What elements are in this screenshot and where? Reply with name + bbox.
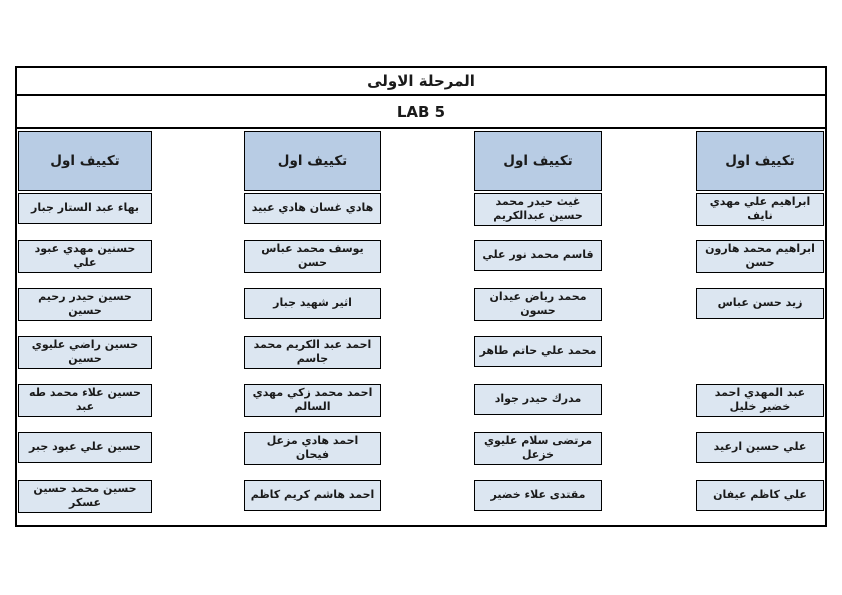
group-header: تكييف اول — [244, 131, 381, 191]
student-cell: مدرك حيدر جواد — [474, 384, 602, 415]
student-cell: علي حسين ارعيد — [696, 432, 824, 463]
student-cell: حسين حيدر رحيم حسين — [18, 288, 152, 321]
student-cell: محمد علي حاتم طاهر — [474, 336, 602, 367]
lab-title: LAB 5 — [396, 102, 446, 121]
student-cell: ابراهيم محمد هارون حسن — [696, 240, 824, 273]
student-cell: علي كاظم عيفان — [696, 480, 824, 511]
student-cell: محمد رياض عيدان حسون — [474, 288, 602, 321]
student-cell: احمد هاشم كريم كاظم — [244, 480, 381, 511]
student-cell: احمد عبد الكريم محمد جاسم — [244, 336, 381, 369]
student-cell: حسنين مهدي عبود علي — [18, 240, 152, 273]
student-cell: عبد المهدي احمد خضير خليل — [696, 384, 824, 417]
student-cell: يوسف محمد عباس حسن — [244, 240, 381, 273]
student-cell: غيث حيدر محمد حسين عبدالكريم — [474, 193, 602, 226]
student-cell: بهاء عبد الستار جبار — [18, 193, 152, 224]
group-header: تكييف اول — [696, 131, 824, 191]
student-cell: حسين علاء محمد طه عبد — [18, 384, 152, 417]
student-cell: احمد محمد زكي مهدي السالم — [244, 384, 381, 417]
student-cell: زيد حسن عباس — [696, 288, 824, 319]
stage-title: المرحلة الاولى — [367, 72, 475, 90]
group-header: تكييف اول — [18, 131, 152, 191]
student-cell: مقتدى علاء خضير — [474, 480, 602, 511]
student-cell: حسين محمد حسين عسكر — [18, 480, 152, 513]
student-cell: حسين راضي عليوي حسين — [18, 336, 152, 369]
student-cell: هادي غسان هادي عبيد — [244, 193, 381, 224]
lab-title-row: LAB 5 — [17, 96, 825, 129]
student-cell: اثير شهيد جبار — [244, 288, 381, 319]
group-header: تكييف اول — [474, 131, 602, 191]
stage-title-row: المرحلة الاولى — [17, 68, 825, 96]
student-cell: مرتضى سلام عليوي خزعل — [474, 432, 602, 465]
student-cell: حسين علي عبود جبر — [18, 432, 152, 463]
student-cell: قاسم محمد نور علي — [474, 240, 602, 271]
student-cell: ابراهيم علي مهدي نايف — [696, 193, 824, 226]
student-cell: احمد هادي مزعل فيحان — [244, 432, 381, 465]
